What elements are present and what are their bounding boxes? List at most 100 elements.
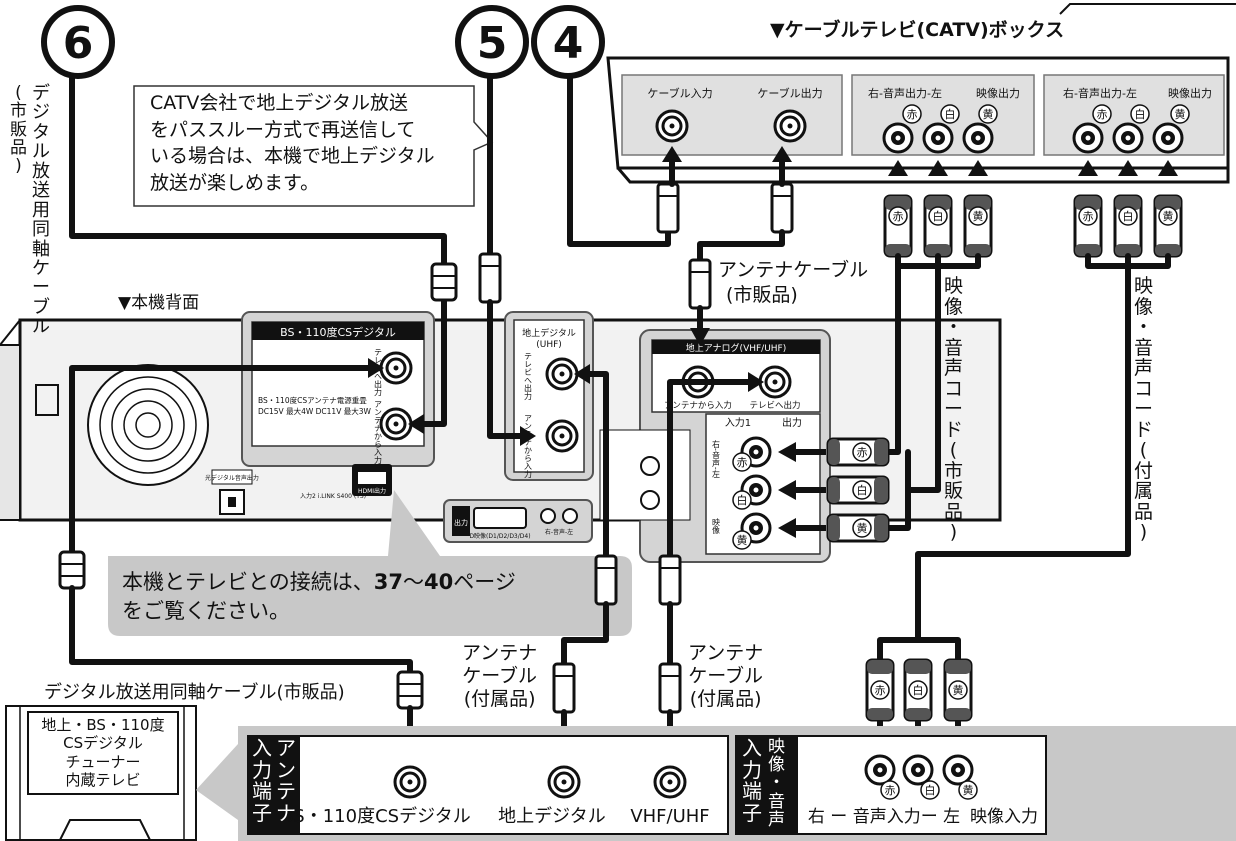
catv-audio-out-label-1: 右-音声出力-左	[868, 86, 942, 100]
catv-note-line-2: をパススルー方式で再送信して	[150, 118, 416, 141]
tv-bs-jack[interactable]	[393, 765, 427, 799]
input1-label: 入力1	[725, 416, 751, 429]
tv	[5, 705, 197, 841]
tv-video-in-label: 映像入力	[970, 807, 1038, 827]
small-audio-label: 右-音声-左	[545, 528, 573, 536]
svg-text:赤: 赤	[875, 684, 886, 697]
catv-cable-out-jack[interactable]	[773, 109, 807, 143]
d-out-label: 出力	[454, 518, 468, 527]
svg-text:白: 白	[857, 483, 868, 497]
catv-red-tag-1: 赤	[907, 108, 918, 121]
vhf-to-tv-jack[interactable]	[758, 365, 792, 399]
tv-vhf-jack[interactable]	[653, 765, 687, 799]
catv-note-balloon	[133, 85, 494, 207]
catv-note: CATV会社で地上デジタル放送 をパススルー方式で再送信して いる場合は、本機で…	[150, 90, 470, 196]
vhf-box-title: 地上アナログ(VHF/UHF)	[686, 342, 787, 354]
catv-note-line-1: CATV会社で地上デジタル放送	[150, 92, 409, 114]
av-cord-inc-vertical: 映像・音声コード(付属品)	[1134, 275, 1154, 544]
svg-text:白: 白	[925, 783, 936, 797]
tv-note-page-b: 40	[424, 570, 454, 594]
catv-yellow-jack-1[interactable]	[962, 122, 994, 154]
uhf-box-title-1: 地上デジタル	[522, 327, 576, 339]
uhf-to-tv-jack[interactable]	[545, 357, 579, 391]
input1-audio-label: 右-音声-左	[712, 439, 721, 478]
catv-white-tag-1: 白	[945, 107, 956, 121]
bs-to-tv-label: テレビへ出力	[374, 348, 383, 397]
plug-color-tags: 赤 白 黄 赤 白 黄 赤 白 黄 赤 白 黄	[852, 206, 1178, 700]
antenna-cable-inc-b-label: アンテナ ケーブル (付属品)	[688, 642, 764, 711]
output-label: 出力	[782, 416, 802, 429]
catv-cable-in-label: ケーブル入力	[647, 86, 712, 100]
digital-coax-vertical: デジタル放送用同軸ケーブル	[32, 83, 50, 338]
bs-to-tv-jack[interactable]	[379, 351, 413, 385]
badges: 6 5 4	[41, 5, 605, 79]
uhf-from-antenna-label: アンテナから入力	[524, 414, 533, 479]
tv-red-jack[interactable]	[864, 754, 896, 786]
uhf-to-tv-label: テレビへ出力	[524, 352, 533, 401]
bs-from-antenna-jack[interactable]	[379, 407, 413, 441]
badge-4-text: 4	[553, 18, 584, 69]
tv-audio-in-label: 右 ー 音声入力ー 左	[808, 807, 960, 827]
input1-white-tag: 白	[737, 493, 748, 507]
svg-text:白: 白	[913, 683, 924, 697]
tv-av-side-label-1: 入力端子	[742, 736, 762, 825]
tv-note-suffix: ページ	[453, 570, 516, 594]
tv-antenna-side-label-1: 入力端子	[252, 736, 272, 825]
tv-bs-label: BS・110度CSデジタル	[281, 806, 470, 827]
tv-uhf-jack[interactable]	[547, 765, 581, 799]
bs-power-note-1: BS・110度CSアンテナ電源重畳	[258, 395, 367, 405]
input1-yellow-tag: 黄	[737, 533, 748, 547]
tv-note	[108, 490, 632, 636]
catv-white-jack-1[interactable]	[922, 122, 954, 154]
tv-vhf-label: VHF/UHF	[630, 806, 709, 827]
catv-yellow-jack-2[interactable]	[1152, 122, 1184, 154]
tv-note-line2: をご覧ください。	[122, 599, 290, 624]
d-video-port[interactable]	[473, 507, 527, 529]
digital-coax-sold-vertical: (市販品)	[10, 83, 27, 177]
uhf-from-antenna-jack[interactable]	[545, 419, 579, 453]
catv-red-tag-2: 赤	[1097, 108, 1108, 121]
av-cord-sold-vertical: 映像・音声コード(市販品)	[944, 275, 964, 544]
catv-yellow-tag-1: 黄	[983, 107, 994, 121]
tv-uhf-label: 地上デジタル	[498, 806, 606, 827]
badge-4	[531, 5, 605, 79]
catv-white-jack-2[interactable]	[1112, 122, 1144, 154]
svg-text:黄: 黄	[973, 209, 984, 223]
catv-red-jack-2[interactable]	[1072, 122, 1104, 154]
tv-panel: 赤 白 黄 BS・110度CSデジタル 地上デジタル VHF/UHF 右 ー 音…	[196, 726, 1236, 841]
catv-video-out-label-2: 映像出力	[1168, 86, 1212, 100]
fan-grille	[87, 364, 209, 486]
catv-white-tag-2: 白	[1135, 107, 1146, 121]
tv-yellow-jack[interactable]	[942, 754, 974, 786]
tv-white-jack[interactable]	[902, 754, 934, 786]
tv-note-page-a: 37	[373, 570, 404, 594]
catv-title: ▼ケーブルテレビ(CATV)ボックス	[770, 18, 1064, 41]
catv-red-jack-1[interactable]	[882, 122, 914, 154]
digital-coax-bottom-label: デジタル放送用同軸ケーブル(市販品)	[44, 682, 345, 703]
optical-label: 光デジタル音声出力	[205, 474, 259, 482]
badge-5-text: 5	[477, 18, 508, 69]
svg-text:赤: 赤	[1083, 210, 1094, 223]
bs-power-note-2: DC15V 最大4W DC11V 最大3W	[258, 406, 371, 416]
svg-text:白: 白	[933, 209, 944, 223]
badge-6-text: 6	[63, 18, 94, 69]
catv-cable-out-label: ケーブル出力	[757, 86, 822, 100]
svg-text:黄: 黄	[963, 783, 974, 797]
svg-text:赤: 赤	[857, 446, 868, 459]
bs-from-antenna-label: アンテナから入力	[374, 400, 383, 465]
tv-note-sep: 〜	[403, 570, 425, 594]
catv-cable-in-jack[interactable]	[655, 109, 689, 143]
tv-av-side-label-2: 映像・音声	[768, 737, 785, 830]
tv-screen-text: 地上・BS・110度 CSデジタル チューナー 内蔵テレビ	[41, 716, 165, 789]
tv-note-prefix: 本機とテレビとの接続は、	[122, 570, 374, 594]
catv-yellow-tag-2: 黄	[1175, 107, 1186, 121]
svg-text:黄: 黄	[857, 521, 868, 535]
antenna-cable-sold-label: アンテナケーブル (市販品)	[718, 259, 869, 306]
vhf-to-tv-label: テレビへ出力	[749, 400, 800, 411]
d-video-label: D映像(D1/D2/D3/D4)	[469, 532, 530, 540]
cables	[58, 57, 1183, 764]
bs-box-title: BS・110度CSデジタル	[280, 325, 396, 339]
input1-video-label: 映像	[712, 517, 721, 534]
catv-cable-panel	[621, 74, 843, 156]
